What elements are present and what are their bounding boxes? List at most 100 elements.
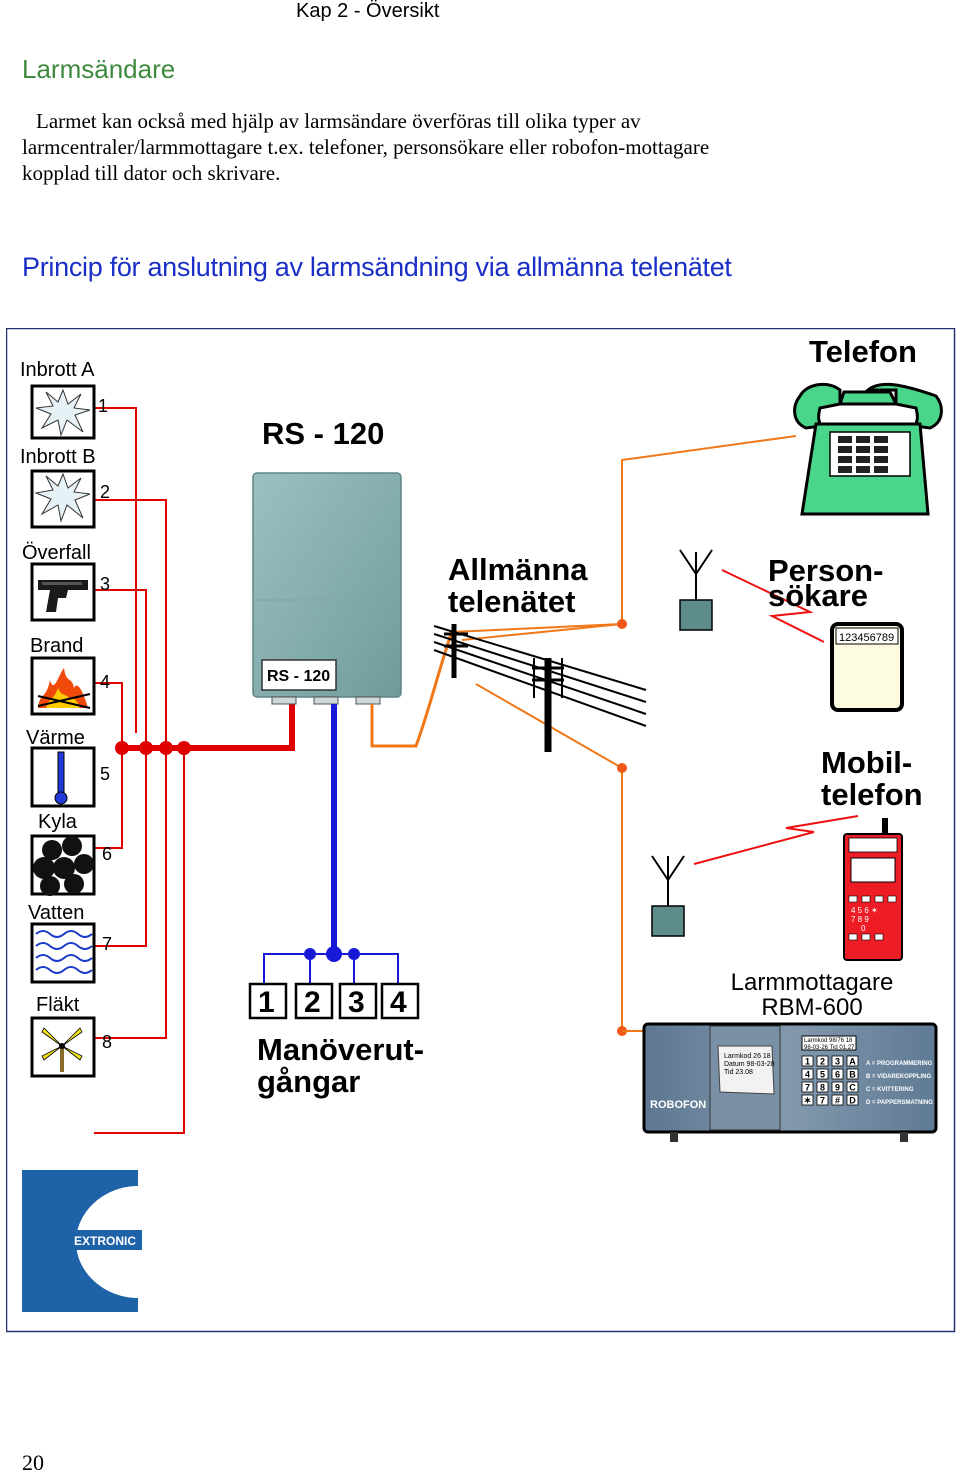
pager-display: 123456789 [839, 632, 894, 644]
input-number: 8 [102, 1032, 112, 1052]
receiver-key-label: 3 [835, 1057, 840, 1067]
telephone-label: Telefon [809, 334, 917, 369]
receiver-key-label: 4 [805, 1070, 810, 1080]
receiver-key-label: 5 [820, 1070, 825, 1080]
input-number: 1 [98, 396, 108, 416]
pager-label-1: Person- [768, 553, 883, 588]
network-label-1: Allmänna [448, 552, 588, 587]
pager-signal [721, 569, 825, 643]
input-label: Värme [26, 727, 85, 749]
receiver-display-2: 98-03-26 Tid 01.27 [804, 1045, 855, 1051]
receiver-key [846, 1055, 859, 1067]
output-number: 2 [304, 986, 321, 1019]
diagram-frame [6, 328, 956, 1333]
pistol-icon [38, 580, 88, 612]
diagram-title: Princip för anslutning av larmsändning v… [22, 252, 732, 282]
outputs-label-1: Manöverut- [257, 1032, 424, 1067]
output-wire [263, 704, 399, 983]
water-waves-icon [35, 930, 93, 974]
receiver-key [801, 1055, 814, 1067]
input-wires [94, 407, 185, 1134]
thermometer-icon [54, 751, 68, 805]
antenna-lower [651, 855, 685, 937]
receiver-key [801, 1081, 814, 1093]
receiver-key-label: 1 [805, 1057, 810, 1067]
input-number: 6 [102, 844, 112, 864]
receiver-paper-line1: Larmkod 26 18 [724, 1053, 771, 1060]
input-label: Kyla [38, 811, 78, 833]
receiver-key [846, 1081, 859, 1093]
pager-label-2: sökare [768, 578, 868, 613]
input-number: 2 [100, 482, 110, 502]
receiver-key [816, 1081, 829, 1093]
network-wire [370, 631, 454, 748]
intro-paragraph: Larmet kan också med hjälp av larmsändar… [22, 108, 742, 186]
burst-icon [35, 388, 91, 437]
input-number: 3 [100, 574, 110, 594]
input-label: Brand [30, 635, 83, 657]
input-7: Vatten 7 [28, 902, 112, 984]
input-label: Inbrott B [20, 446, 96, 468]
input-bus [115, 698, 295, 755]
receiver-key-label: C [849, 1083, 856, 1093]
receiver-key-label: 7 [820, 1096, 825, 1106]
receiver-legend-d: D = PAPPERSMATNING [866, 1100, 933, 1106]
receiver-key-label: 6 [835, 1070, 840, 1080]
input-5: Värme 5 [26, 727, 110, 808]
receiver-label-1: Larmmottagare [731, 969, 894, 996]
device-wires [451, 435, 797, 1031]
receiver-key [831, 1055, 844, 1067]
page-number: 20 [22, 1450, 44, 1475]
receiver-key [831, 1081, 844, 1093]
input-6: Kyla 6 [30, 811, 112, 896]
receiver-key-label: B [849, 1070, 856, 1080]
input-2: Inbrott B 2 [20, 446, 110, 529]
input-3: Överfall 3 [22, 542, 110, 622]
input-label: Fläkt [36, 994, 80, 1016]
intro-text: Larmet kan också med hjälp av larmsändar… [22, 109, 710, 185]
mobile-phone-icon: 4 5 6 ✶ 7 8 9 0 [843, 818, 903, 961]
input-1: Inbrott A 1 [20, 359, 108, 440]
receiver-key-label: ✶ [804, 1096, 812, 1106]
transmitter-label: RS - 120 [267, 668, 330, 685]
receiver-key [801, 1068, 814, 1080]
receiver-legend-a: A = PROGRAMMERING [866, 1061, 933, 1067]
pager-icon: 123456789 [830, 622, 904, 712]
receiver-brand: ROBOFON [650, 1099, 706, 1111]
snowball-icon [33, 836, 94, 896]
receiver-key-label: 9 [835, 1083, 840, 1093]
mobile-keys-row2: 7 8 9 [851, 915, 869, 924]
input-label: Vatten [28, 902, 84, 924]
receiver-key [816, 1068, 829, 1080]
receiver-key [816, 1055, 829, 1067]
network-label-2: telenätet [448, 584, 575, 619]
receiver-paper-line2: Datum 98-03-28 [724, 1061, 775, 1068]
receiver-key-label: A [849, 1057, 856, 1067]
input-number: 4 [100, 672, 110, 692]
receiver-key [831, 1094, 844, 1106]
receiver-key-label: 2 [820, 1057, 825, 1067]
receiver-key-label: 8 [820, 1083, 825, 1093]
telephone-poles [433, 624, 647, 752]
input-label: Överfall [22, 542, 91, 564]
transmitter-title: RS - 120 [262, 416, 384, 451]
mobile-keys-row1: 4 5 6 ✶ [851, 906, 878, 915]
mobile-keys-row3: 0 [861, 924, 866, 933]
output-terminals: 1 2 3 4 [248, 982, 420, 1020]
output-number: 1 [258, 986, 275, 1019]
input-4: Brand 4 [30, 635, 110, 716]
windmill-icon [41, 1027, 83, 1072]
chapter-header: Kap 2 - Översikt [296, 0, 440, 22]
receiver-key-label: 7 [805, 1083, 810, 1093]
telephone-icon [793, 382, 943, 516]
receiver-key-label: D [849, 1096, 856, 1106]
receiver-key [801, 1094, 814, 1106]
receiver-key [831, 1068, 844, 1080]
receiver-key [846, 1094, 859, 1106]
input-label: Inbrott A [20, 359, 95, 381]
outputs-label-2: gångar [257, 1064, 360, 1099]
receiver-key-label: # [835, 1096, 840, 1106]
mobile-signal [693, 815, 859, 865]
receiver-paper-line3: Tid 23.08 [724, 1069, 753, 1076]
